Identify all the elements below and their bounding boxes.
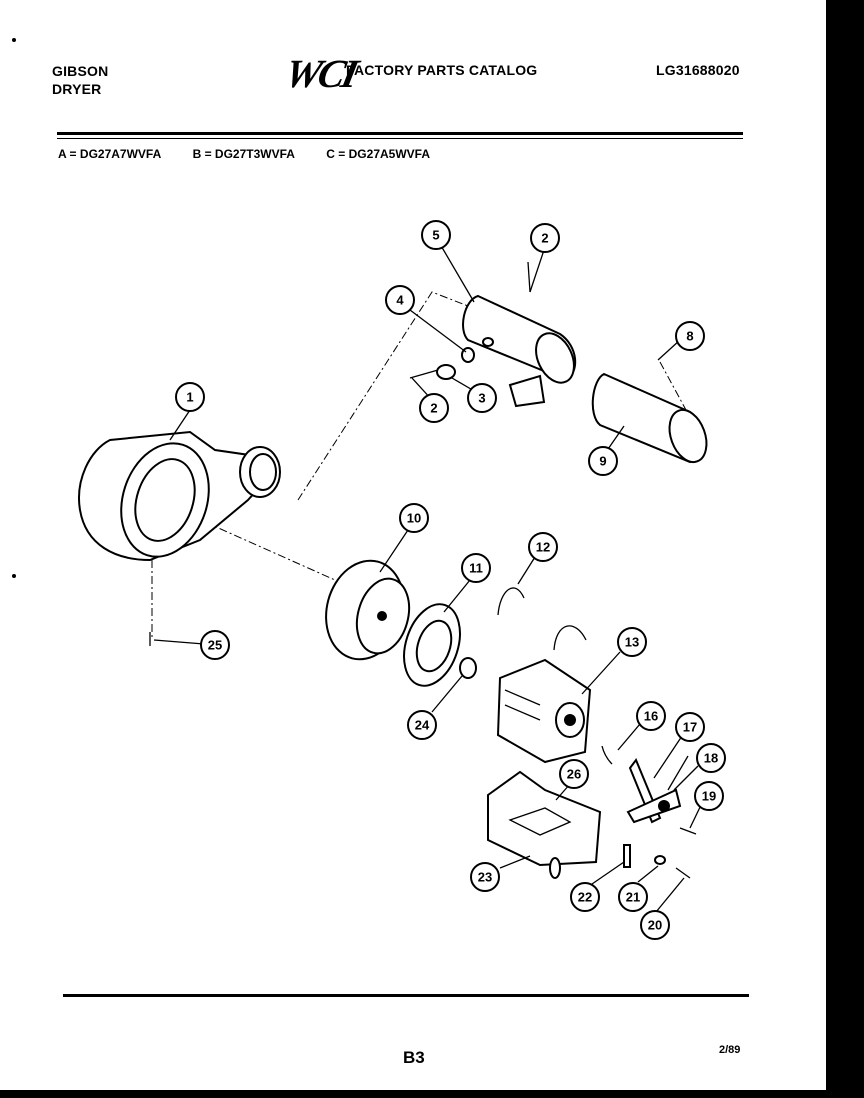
- brand-name: GIBSON: [52, 63, 109, 79]
- motor-part: [496, 658, 592, 764]
- svg-text:13: 13: [625, 635, 639, 650]
- callout-22: 22: [570, 882, 600, 912]
- svg-text:18: 18: [704, 751, 718, 766]
- page-number: B3: [403, 1048, 425, 1067]
- callout-26: 26: [559, 759, 589, 789]
- svg-text:16: 16: [644, 709, 658, 724]
- assembly-line: [297, 291, 469, 501]
- callout-8: 8: [675, 321, 705, 351]
- leader: [617, 723, 641, 751]
- header-rule-thin: [57, 138, 743, 139]
- svg-text:2: 2: [430, 401, 437, 416]
- callout-11: 11: [461, 553, 491, 583]
- revision-date: 2/89: [719, 1044, 741, 1056]
- callout-19: 19: [694, 781, 724, 811]
- callout-3: 3: [467, 383, 497, 413]
- svg-text:9: 9: [599, 454, 606, 469]
- blower-housing-part: [78, 430, 281, 562]
- leader: [379, 529, 409, 573]
- leader: [439, 243, 475, 303]
- leader: [591, 861, 625, 885]
- svg-text:25: 25: [208, 638, 222, 653]
- scan-speck: [12, 574, 16, 578]
- duct-part: [591, 372, 708, 464]
- model-a: A = DG27A7WVFA: [58, 147, 162, 161]
- model-c: C = DG27A5WVFA: [326, 147, 430, 161]
- svg-text:1: 1: [186, 390, 193, 405]
- svg-text:21: 21: [626, 890, 640, 905]
- callout-25: 25: [200, 630, 230, 660]
- callout-10: 10: [399, 503, 429, 533]
- callout-4: 4: [385, 285, 415, 315]
- brand-block: GIBSON DRYER: [52, 62, 108, 98]
- clip-part: [497, 587, 587, 651]
- svg-text:20: 20: [648, 918, 662, 933]
- svg-text:19: 19: [702, 789, 716, 804]
- callout-13: 13: [617, 627, 647, 657]
- svg-text:24: 24: [415, 718, 430, 733]
- leader: [581, 651, 621, 695]
- leader: [409, 309, 467, 353]
- svg-text:3: 3: [478, 391, 485, 406]
- svg-text:12: 12: [536, 540, 550, 555]
- leader: [517, 556, 536, 585]
- svg-text:10: 10: [407, 511, 421, 526]
- scan-border-bottom: [0, 1090, 864, 1098]
- svg-text:11: 11: [469, 561, 483, 576]
- svg-text:26: 26: [567, 767, 581, 782]
- footer-rule: [63, 994, 749, 997]
- leader: [443, 579, 471, 613]
- leader: [153, 639, 205, 645]
- svg-text:17: 17: [683, 720, 697, 735]
- leader: [657, 339, 681, 361]
- product-type: DRYER: [52, 81, 102, 97]
- exploded-parts-diagram: 1 2 2 3 4 5 8 9 10 11 12 13 16 17 18 19 …: [78, 220, 726, 940]
- callout-21: 21: [618, 882, 648, 912]
- model-b: B = DG27T3WVFA: [192, 147, 295, 161]
- callout-23: 23: [470, 862, 500, 892]
- scan-border-right: [826, 0, 864, 1098]
- svg-text:4: 4: [396, 293, 404, 308]
- svg-text:2: 2: [541, 231, 548, 246]
- callout-2: 2: [530, 223, 560, 253]
- leader: [431, 675, 463, 713]
- callout-1: 1: [175, 382, 205, 412]
- leader: [655, 877, 685, 913]
- svg-text:22: 22: [578, 890, 592, 905]
- pulley-part: [403, 603, 477, 687]
- leader: [653, 735, 683, 779]
- callout-16: 16: [636, 701, 666, 731]
- svg-text:23: 23: [478, 870, 492, 885]
- leader: [529, 249, 545, 293]
- motor-mount-part: [487, 770, 602, 879]
- callout-24: 24: [407, 710, 437, 740]
- callout-17: 17: [675, 712, 705, 742]
- callout-20: 20: [640, 910, 670, 940]
- scan-speck: [12, 38, 16, 42]
- callout-18: 18: [696, 743, 726, 773]
- idler-hardware-part: [601, 745, 697, 879]
- exhaust-duct-part: [462, 294, 576, 408]
- thermostat-part: [409, 261, 531, 380]
- catalog-title: FACTORY PARTS CATALOG: [346, 62, 538, 78]
- leader: [499, 855, 531, 869]
- leader: [673, 765, 699, 791]
- blower-wheel-part: [325, 559, 411, 661]
- leader: [637, 865, 659, 883]
- assembly-line: [204, 521, 336, 581]
- leader: [169, 409, 191, 441]
- svg-text:8: 8: [686, 329, 693, 344]
- callout-2: 2: [419, 393, 449, 423]
- assembly-line: [659, 361, 687, 411]
- header-rule-thick: [57, 132, 743, 135]
- callout-12: 12: [528, 532, 558, 562]
- catalog-number: LG31688020: [656, 62, 740, 78]
- callout-9: 9: [588, 446, 618, 476]
- model-legend: A = DG27A7WVFA B = DG27T3WVFA C = DG27A5…: [58, 147, 458, 161]
- svg-text:5: 5: [432, 228, 439, 243]
- callout-5: 5: [421, 220, 451, 250]
